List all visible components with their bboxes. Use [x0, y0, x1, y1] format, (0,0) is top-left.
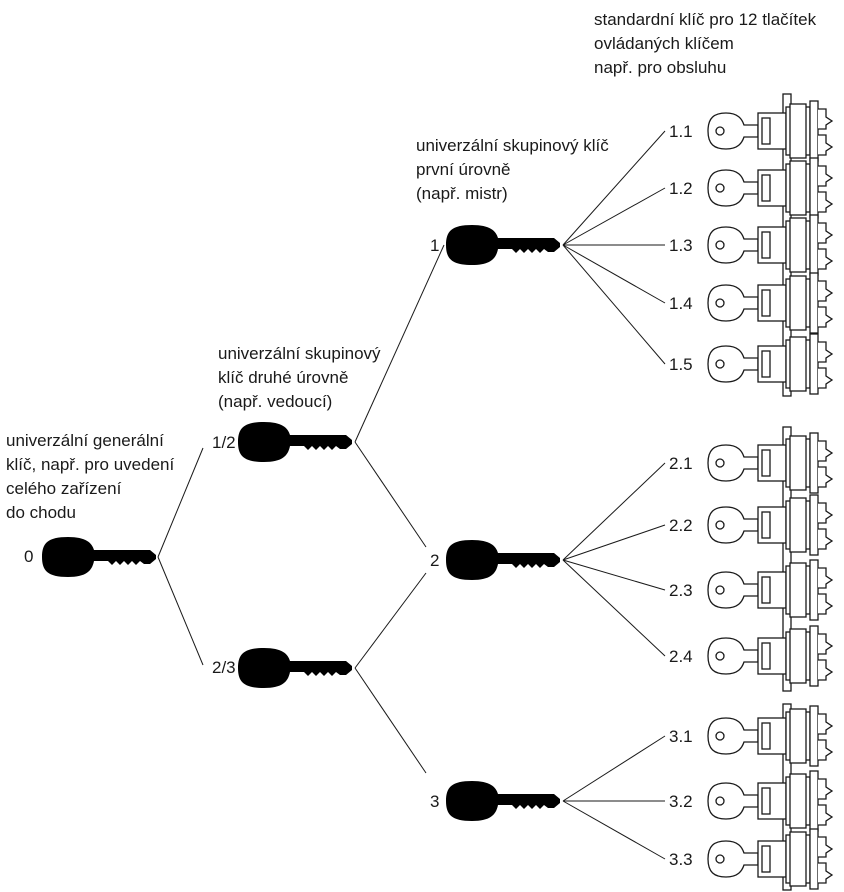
switch-number: 3.1	[669, 727, 693, 746]
switch-number: 1.4	[669, 294, 693, 313]
line-0-to-2-3	[157, 556, 204, 666]
switch-number: 2.4	[669, 647, 693, 666]
switch-number: 2.3	[669, 581, 693, 600]
key-switch-icon	[707, 272, 833, 334]
line-3-to-3-1	[562, 735, 666, 802]
key-switch-node: 2.3	[669, 559, 833, 621]
line-3-to-3-3	[562, 800, 666, 860]
key-number: 1/2	[212, 433, 236, 452]
key-switch-icon	[707, 828, 833, 890]
switch-number: 1.5	[669, 355, 693, 374]
key-icon	[238, 422, 352, 462]
key-number: 1	[430, 236, 439, 255]
key-switch-icon	[707, 494, 833, 556]
group-key-node: 2	[430, 540, 560, 580]
key-switch-node: 3.2	[669, 770, 833, 832]
line-1-to-1-5	[562, 244, 666, 365]
level1-key-description: univerzální skupinový klíč první úrovně …	[416, 136, 614, 203]
general-key-description: univerzální generální klíč, např. pro uv…	[6, 431, 179, 522]
key-switch-icon	[707, 705, 833, 767]
line-0-to-1-2	[157, 447, 204, 558]
key-number: 0	[24, 547, 33, 566]
key-switch-icon	[707, 214, 833, 276]
key-switch-icon	[707, 770, 833, 832]
switch-number: 2.1	[669, 454, 693, 473]
key-icon	[446, 540, 560, 580]
key-switch-node: 1.1	[669, 100, 833, 162]
group-key-node: 1	[430, 225, 560, 265]
switch-number: 1.3	[669, 236, 693, 255]
line-1-2-to-2	[354, 441, 427, 548]
key-switch-icon	[707, 559, 833, 621]
group-key-node: 2/3	[212, 648, 352, 688]
master-key-node: 0	[24, 537, 156, 577]
key-switch-node: 2.4	[669, 625, 833, 687]
key-switch-icon	[707, 100, 833, 162]
group-key-node: 3	[430, 781, 560, 821]
line-1-to-1-2	[562, 187, 666, 246]
switch-number: 1.1	[669, 122, 693, 141]
key-switch-node: 1.2	[669, 157, 833, 219]
key-switch-node: 1.3	[669, 214, 833, 276]
key-switch-node: 2.2	[669, 494, 833, 556]
line-2-to-2-3	[562, 559, 666, 591]
key-icon	[446, 781, 560, 821]
key-switch-node: 2.1	[669, 432, 833, 494]
key-icon	[446, 225, 560, 265]
connection-lines	[157, 130, 666, 860]
key-number: 2	[430, 551, 439, 570]
key-icon	[238, 648, 352, 688]
switch-number: 2.2	[669, 516, 693, 535]
key-switch-icon	[707, 625, 833, 687]
key-switch-node: 3.1	[669, 705, 833, 767]
level2-key-description: univerzální skupinový klíč druhé úrovně …	[218, 344, 385, 411]
key-switch-icon	[707, 432, 833, 494]
line-2-to-2-1	[562, 462, 666, 561]
key-switch-node: 3.3	[669, 828, 833, 890]
switch-number: 1.2	[669, 179, 693, 198]
standard-key-description: standardní klíč pro 12 tlačítek ovládaný…	[594, 10, 821, 77]
switch-panel	[782, 426, 792, 692]
line-2-to-2-4	[562, 559, 666, 657]
key-switch-node: 1.5	[669, 333, 833, 395]
key-number: 2/3	[212, 658, 236, 677]
line-2-to-2-2	[562, 524, 666, 561]
key-switch-icon	[707, 157, 833, 219]
line-1-to-1-4	[562, 244, 666, 304]
switch-number: 3.2	[669, 792, 693, 811]
key-switch-icon	[707, 333, 833, 395]
line-2-3-to-3	[354, 667, 427, 774]
group-key-node: 1/2	[212, 422, 352, 462]
line-2-3-to-2	[354, 572, 427, 669]
key-number: 3	[430, 792, 439, 811]
key-icon	[42, 537, 156, 577]
key-switch-node: 1.4	[669, 272, 833, 334]
switch-number: 3.3	[669, 850, 693, 869]
line-1-2-to-1	[354, 244, 445, 443]
line-1-to-1-1	[562, 130, 666, 246]
